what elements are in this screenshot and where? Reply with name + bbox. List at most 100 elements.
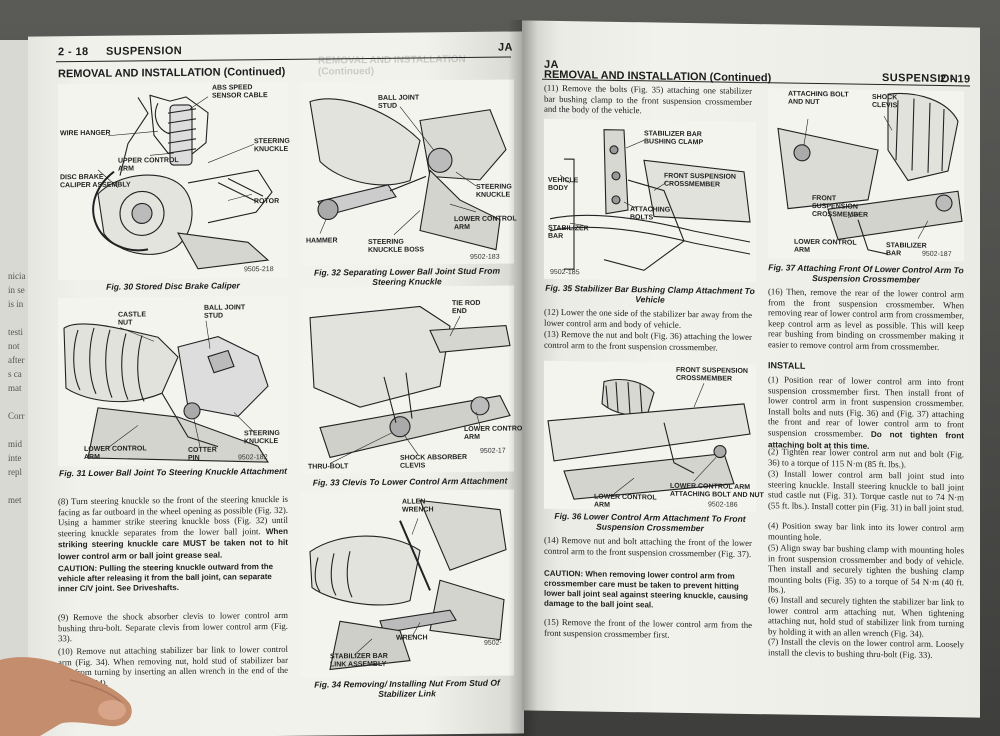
underlying-page-line: met <box>8 495 22 505</box>
install-step-2: (2) Tighten rear lower control arm nut a… <box>768 446 964 470</box>
underlying-page-line: mat <box>8 383 22 393</box>
figure-33: TIE ROD END LOWER CONTROL ARM THRU-BOLT … <box>300 285 524 474</box>
book-gutter-shadow <box>508 20 538 736</box>
paragraph-9: (9) Remove the shock absorber clevis to … <box>58 609 288 644</box>
figure-34-drawing <box>309 499 507 671</box>
underlying-page-line: after <box>8 355 25 365</box>
fig34-code: 9502- <box>484 639 502 647</box>
underlying-page-line: s ca <box>8 369 22 379</box>
fig35-callout-crossmember: FRONT SUSPENSION CROSSMEMBER <box>664 172 736 189</box>
figure-32-drawing <box>309 98 507 251</box>
figure-32: BALL JOINT STUD STEERING KNUCKLE HAMMER … <box>300 79 517 266</box>
underlying-page-line: is in <box>8 299 24 309</box>
fig35-callout-vehicle-body: VEHICLE BODY <box>548 176 579 193</box>
fig30-code: 9505-218 <box>244 266 274 274</box>
figure-36-drawing <box>547 378 751 500</box>
underlying-page-line: not <box>8 341 20 351</box>
hand-holding-book <box>0 657 132 736</box>
fig35-callout-stabilizer-bar: STABILIZER BAR <box>548 224 589 241</box>
underlying-page-line: in se <box>8 285 25 295</box>
fig30-caption: Fig. 30 Stored Disc Brake Caliper <box>106 280 240 292</box>
figure-37: ATTACHING BOLT AND NUT SHOCK CLEVIS FRON… <box>768 88 964 262</box>
paragraph-16: (16) Then, remove the rear of the lower … <box>768 286 964 352</box>
fig31-callout-castle-nut: CASTLE NUT <box>118 311 146 327</box>
figure-31-drawing <box>63 320 270 463</box>
underlying-page-line: nicia <box>8 271 26 281</box>
right-page-number: 2 - 19 <box>940 72 971 86</box>
paragraph-8: (8) Turn steering knuckle so the front o… <box>58 494 288 563</box>
paragraph-14: (14) Remove nut and bolt attaching the f… <box>544 534 752 559</box>
underlying-page-line: testi <box>8 327 23 337</box>
install-step-4: (4) Position sway bar link into its lowe… <box>768 520 964 542</box>
underlying-page-line: Corr <box>8 411 25 421</box>
install-step-6: (6) Install and securely tighten the sta… <box>768 594 964 639</box>
fig30-callout-caliper: DISC BRAKE CALIPER ASSEMBLY <box>60 173 131 190</box>
fig33-callout-thru-bolt: THRU-BOLT <box>308 463 349 471</box>
bleed-through-text: REMOVAL AND INSTALLATION (Continued) <box>318 54 466 78</box>
fig34-callout-wrench: WRENCH <box>396 634 428 642</box>
fig37-callout-lower-arm: LOWER CONTROL ARM <box>794 238 857 254</box>
install-step-1-text: (1) Position rear of lower control arm i… <box>768 374 964 439</box>
fig31-callout-knuckle: STEERING KNUCKLE <box>244 429 280 446</box>
fig32-callout-knuckle: STEERING KNUCKLE <box>476 183 512 199</box>
fig32-code: 9502-183 <box>470 253 500 261</box>
underlying-page-line: repl <box>8 467 22 477</box>
paragraph-8-text: (8) Turn steering knuckle so the front o… <box>58 493 288 539</box>
fig34-callout-allen-wrench: ALLEN WRENCH <box>402 498 434 514</box>
fig33-callout-shock-clevis: SHOCK ABSORBER CLEVIS <box>400 453 468 470</box>
fig36-callout-crossmember: FRONT SUSPENSION CROSSMEMBER <box>676 366 748 383</box>
fig33-callout-tie-rod: TIE ROD END <box>452 299 481 316</box>
install-step-3: (3) Install lower control arm ball joint… <box>768 468 964 514</box>
left-section-title: REMOVAL AND INSTALLATION (Continued) <box>58 65 286 81</box>
fig31-callout-ball-stud: BALL JOINT STUD <box>204 304 246 320</box>
underlying-page-line: inte <box>8 453 22 463</box>
fig31-callout-cotter-pin: COTTER PIN <box>188 446 217 462</box>
fig36-caption: Fig. 36 Lower Control Arm Attachment To … <box>554 510 746 534</box>
fig32-callout-ball-stud: BALL JOINT STUD <box>378 94 420 110</box>
fig30-callout-rotor: ROTOR <box>254 197 280 206</box>
fig34-caption: Fig. 34 Removing/ Installing Nut From St… <box>314 677 500 699</box>
fig30-callout-knuckle: STEERING KNUCKLE <box>254 137 290 154</box>
fig31-caption: Fig. 31 Lower Ball Joint To Steering Knu… <box>59 465 287 479</box>
fig33-caption: Fig. 33 Clevis To Lower Control Arm Atta… <box>312 475 508 488</box>
fig33-code: 9502-17 <box>480 447 506 455</box>
install-heading: INSTALL <box>768 360 806 371</box>
fig36-callout-bolt-nut: LOWER CONTROL ARM ATTACHING BOLT AND NUT <box>670 482 764 500</box>
fig32-caption: Fig. 32 Separating Lower Ball Joint Stud… <box>313 265 501 287</box>
fig30-callout-upper-arm: UPPER CONTROL ARM <box>118 157 179 173</box>
install-step-1: (1) Position rear of lower control arm i… <box>768 374 964 453</box>
fig37-caption: Fig. 37 Attaching Front Of Lower Control… <box>768 262 964 285</box>
fig37-callout-bolt-nut: ATTACHING BOLT AND NUT <box>788 90 849 107</box>
fig35-code: 9502-185 <box>550 268 580 277</box>
figure-35-drawing <box>549 129 751 271</box>
figure-30-drawing <box>92 94 273 270</box>
install-step-7: (7) Install the clevis on the lower cont… <box>768 636 964 660</box>
fig34-callout-link-assembly: STABILIZER BAR LINK ASSEMBLY <box>330 652 388 669</box>
figure-37-drawing <box>777 92 963 255</box>
left-header-section: SUSPENSION <box>106 44 183 58</box>
paragraph-12: (12) Lower the one side of the stabilize… <box>544 306 752 330</box>
fig37-callout-stabilizer-bar: STABILIZER BAR <box>886 242 927 258</box>
underlying-page-line: mid <box>8 439 23 449</box>
right-section-title: REMOVAL AND INSTALLATION (Continued) <box>544 68 772 85</box>
figure-36: FRONT SUSPENSION CROSSMEMBER LOWER CONTR… <box>544 360 764 513</box>
paragraph-11: (11) Remove the bolts (Fig. 35) attachin… <box>544 82 752 116</box>
fig35-callout-attaching-bolts: ATTACHING BOLTS <box>630 206 671 222</box>
paragraph-13: (13) Remove the nut and bolt (Fig. 36) a… <box>544 328 752 353</box>
fig36-code: 9502-186 <box>708 501 738 509</box>
fig37-callout-crossmember: FRONT Suspension Crossmember <box>812 194 869 219</box>
fig30-callout-abs-cable: ABS SPEED SENSOR CABLE <box>212 84 268 100</box>
install-step-5: (5) Align sway bar bushing clamp with mo… <box>768 542 964 595</box>
fig31-callout-lower-arm: LOWER CONTROL ARM <box>84 445 147 462</box>
fig36-callout-lower-arm: LOWER CONTROL ARM <box>594 493 657 509</box>
fig35-callout-bushing-clamp: STABILIZER BAR BUSHING CLAMP <box>644 130 704 147</box>
fig32-callout-knuckle-boss: STEERING KNUCKLE BOSS <box>368 238 425 255</box>
caution-steering-knuckle: CAUTION: Pulling the steering knuckle ou… <box>58 562 274 594</box>
fig30-callout-wire-hanger: WIRE HANGER <box>60 129 111 138</box>
fig37-callout-shock-clevis: SHOCK CLEVIS <box>872 93 898 110</box>
fig31-code: 9502-182 <box>238 454 268 462</box>
figure-30: ABS SPEED SENSOR CABLE WIRE HANGER UPPER… <box>58 81 290 281</box>
fig35-caption: Fig. 35 Stabilizer Bar Bushing Clamp Att… <box>545 282 755 305</box>
figure-33-drawing <box>309 305 511 464</box>
